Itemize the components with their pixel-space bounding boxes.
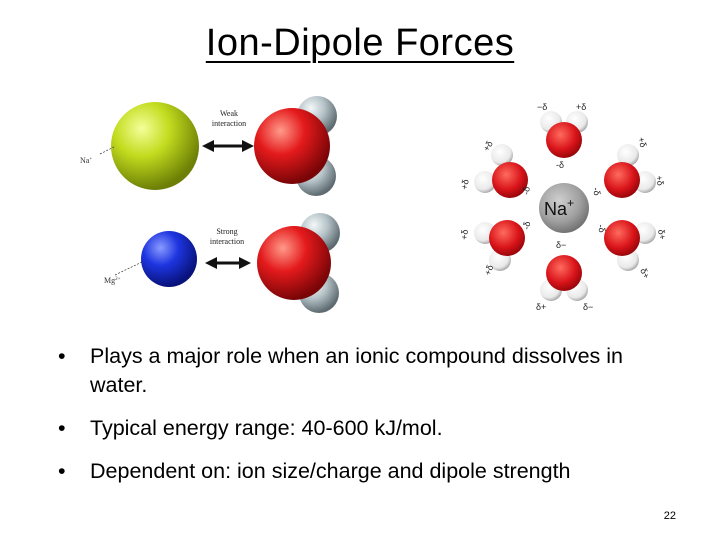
svg-text:-δ: -δ xyxy=(556,160,564,170)
svg-text:-δ: -δ xyxy=(521,186,532,195)
na-label: Na+ xyxy=(80,156,92,165)
weak-interaction-label-1: Weak xyxy=(220,109,238,118)
center-sodium-ion xyxy=(539,183,589,233)
bullet-text: Dependent on: ion size/charge and dipole… xyxy=(90,459,571,483)
magnesium-ion-sphere xyxy=(141,231,197,287)
svg-text:+δ: +δ xyxy=(576,102,586,112)
center-ion-label: Na+ xyxy=(544,196,574,219)
svg-text:−δ: −δ xyxy=(537,102,547,112)
svg-text:δ+: δ+ xyxy=(536,302,546,312)
bullet-marker: • xyxy=(58,344,66,368)
water-upper-right xyxy=(604,144,656,198)
svg-text:δ−: δ− xyxy=(583,302,593,312)
svg-text:δ+: δ+ xyxy=(638,267,651,281)
svg-text:-δ: -δ xyxy=(521,221,532,231)
strong-interaction-panel: Mg2+ Strong interaction xyxy=(104,213,340,313)
bullet-marker: • xyxy=(58,459,66,483)
mg-label: Mg2+ xyxy=(104,276,121,285)
ion-dipole-illustration: Na+ Weak interaction Mg2+ Strong interac… xyxy=(80,96,668,313)
bullet-item: • Dependent on: ion size/charge and dipol… xyxy=(58,457,678,486)
water-top xyxy=(540,111,588,158)
bullet-item: • Plays a major role when an ionic compou… xyxy=(58,342,678,400)
bullet-item: • Typical energy range: 40-600 kJ/mol. xyxy=(58,414,678,443)
bullet-list: • Plays a major role when an ionic compou… xyxy=(58,342,678,500)
partial-charge-labels: −δ +δ -δ δ− δ+ δ− +δ +δ +δ +δ -δ -δ +δ +… xyxy=(459,102,668,312)
water-upper-left xyxy=(474,144,528,198)
water-molecule-strong xyxy=(257,213,340,313)
svg-text:+δ: +δ xyxy=(459,179,471,191)
weak-interaction-panel: Na+ Weak interaction xyxy=(80,96,337,196)
bullet-marker: • xyxy=(58,416,66,440)
bullet-text: Plays a major role when an ionic compoun… xyxy=(90,344,623,397)
svg-text:+δ: +δ xyxy=(459,229,470,240)
svg-text:+δ: +δ xyxy=(481,139,495,153)
slide-title: Ion-Dipole Forces xyxy=(205,22,515,64)
bullet-text: Typical energy range: 40-600 kJ/mol. xyxy=(90,416,443,440)
water-lower-right xyxy=(604,220,656,271)
strong-interaction-label-1: Strong xyxy=(216,227,237,236)
hydrated-sodium-diagram: Na+ −δ +δ -δ δ− δ+ δ− +δ +δ +δ +δ -δ -δ … xyxy=(459,102,668,312)
svg-text:-δ: -δ xyxy=(596,224,607,234)
water-molecule-weak xyxy=(254,96,337,196)
page-number: 22 xyxy=(663,510,676,522)
sodium-ion-sphere xyxy=(111,102,199,190)
water-bottom xyxy=(540,255,588,301)
svg-text:+δ: +δ xyxy=(654,175,666,187)
svg-text:δ−: δ− xyxy=(556,240,566,250)
water-lower-left xyxy=(474,220,525,271)
svg-text:-δ: -δ xyxy=(591,187,602,197)
svg-text:+δ: +δ xyxy=(636,136,648,149)
weak-interaction-label-2: interaction xyxy=(212,119,246,128)
svg-text:δ+: δ+ xyxy=(656,229,668,241)
strong-interaction-label-2: interaction xyxy=(210,237,244,246)
ion-dipole-figure: Na+ Weak interaction Mg2+ Strong interac… xyxy=(70,90,690,325)
svg-text:+δ: +δ xyxy=(482,264,495,277)
